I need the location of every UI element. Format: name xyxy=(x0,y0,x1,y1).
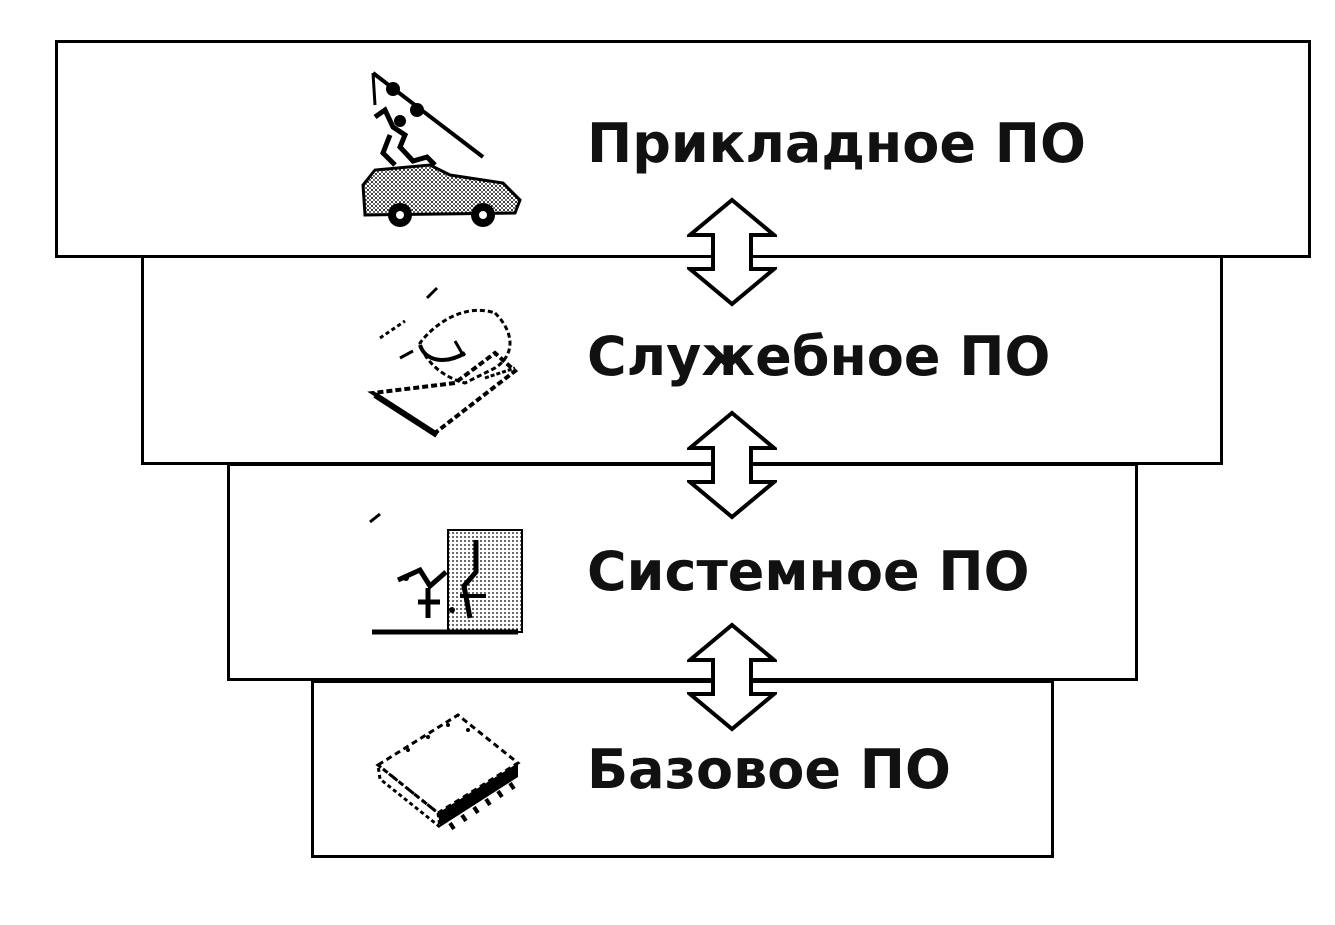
base-software-label: Базовое ПО xyxy=(587,738,951,801)
layer-utility xyxy=(141,255,1223,465)
layer-base xyxy=(311,680,1054,858)
system-software-label: Системное ПО xyxy=(587,540,1030,603)
system-tools-icon xyxy=(369,512,523,635)
double-arrow-icon xyxy=(687,197,777,307)
application-software-label: Прикладное ПО xyxy=(587,112,1086,175)
double-arrow-icon xyxy=(687,622,777,732)
utility-software-label: Служебное ПО xyxy=(587,325,1051,388)
double-arrow-icon xyxy=(687,410,777,520)
layer-system xyxy=(227,463,1138,681)
crane-truck-icon xyxy=(361,71,522,227)
disk-tool-icon xyxy=(367,286,519,438)
layer-application xyxy=(55,40,1311,258)
chip-icon xyxy=(375,713,521,830)
